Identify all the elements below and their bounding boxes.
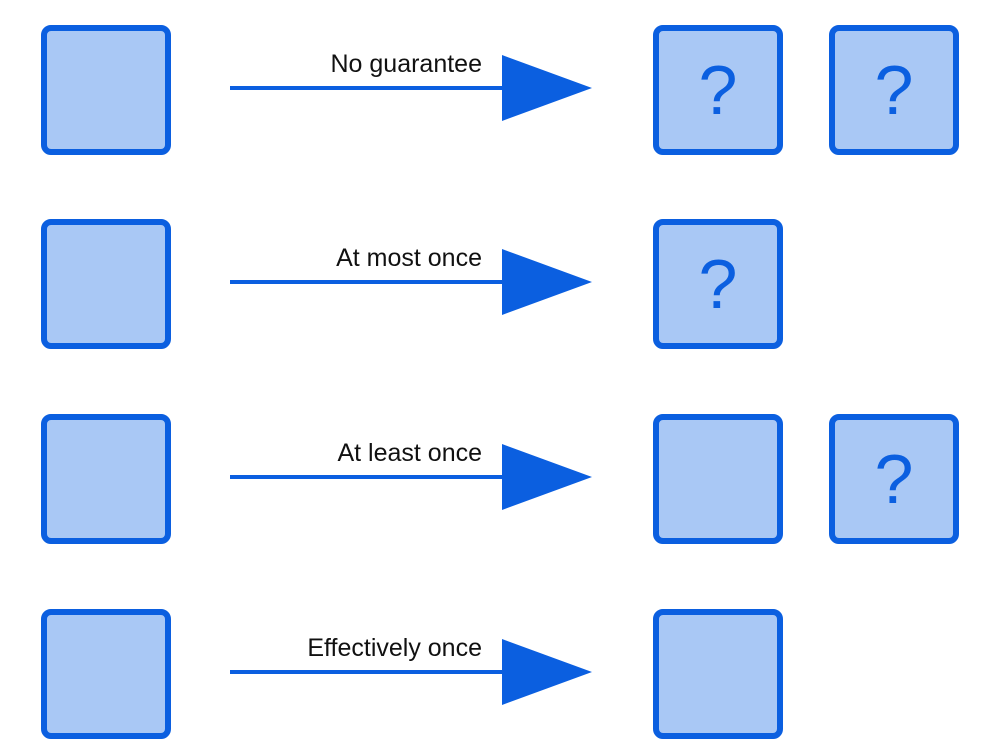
source-box: [41, 609, 171, 739]
delivered-box: [653, 414, 783, 544]
delivery-arrow: [230, 249, 592, 319]
question-mark-icon: ?: [874, 440, 914, 518]
arrow-right-icon: [230, 639, 592, 705]
semantics-label: Effectively once: [307, 634, 482, 662]
question-mark-icon: ?: [874, 51, 914, 129]
delivered-box: ?: [829, 25, 959, 155]
question-mark-icon: ?: [698, 245, 738, 323]
semantics-label: At least once: [337, 439, 482, 467]
delivered-box: ?: [829, 414, 959, 544]
source-box: [41, 25, 171, 155]
arrow-right-icon: [230, 444, 592, 510]
source-box: [41, 414, 171, 544]
semantics-label: At most once: [336, 244, 482, 272]
delivered-box: [653, 609, 783, 739]
semantics-label: No guarantee: [330, 50, 482, 78]
arrow-right-icon: [230, 55, 592, 121]
delivery-arrow: [230, 55, 592, 125]
delivery-arrow: [230, 444, 592, 514]
delivered-box: ?: [653, 219, 783, 349]
arrow-right-icon: [230, 249, 592, 315]
source-box: [41, 219, 171, 349]
delivered-box: ?: [653, 25, 783, 155]
question-mark-icon: ?: [698, 51, 738, 129]
delivery-arrow: [230, 639, 592, 709]
